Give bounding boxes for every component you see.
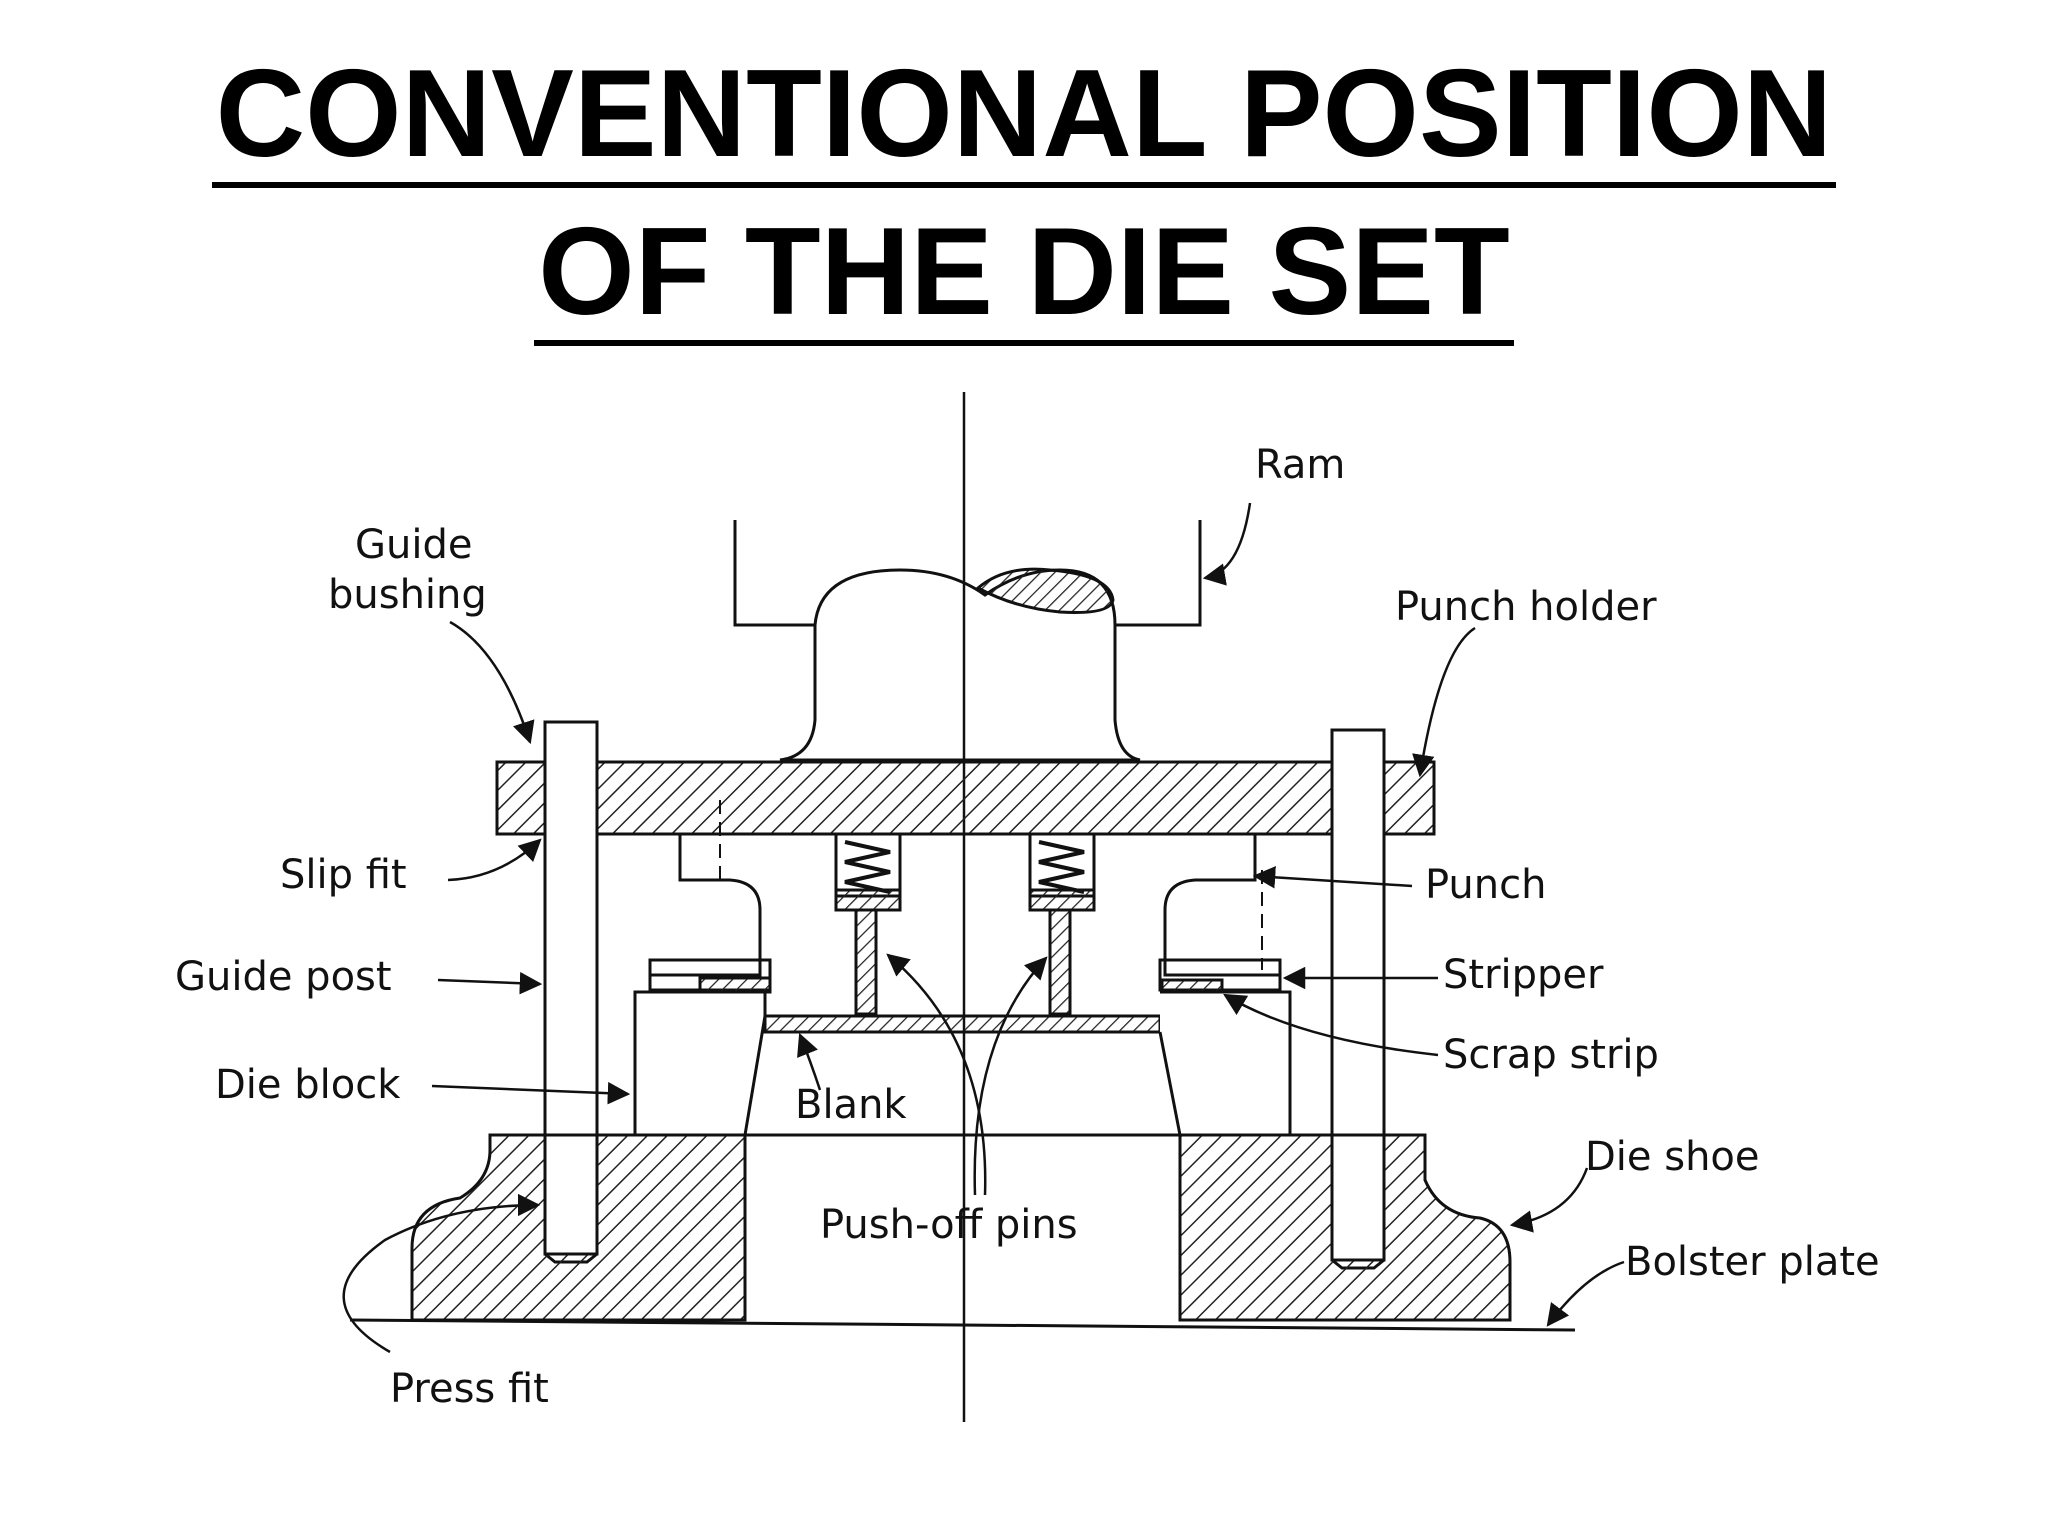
label-stripper: Stripper bbox=[1443, 952, 1604, 998]
spring-right bbox=[1028, 832, 1096, 1016]
label-guide-bushing-2: bushing bbox=[328, 572, 487, 618]
punch-holder-plate bbox=[495, 760, 1436, 836]
label-blank: Blank bbox=[795, 1082, 907, 1128]
label-push-off-pins: Push-off pins bbox=[820, 1202, 1078, 1248]
title-line-2: OF THE DIE SET bbox=[534, 210, 1514, 346]
label-slip-fit: Slip fit bbox=[280, 852, 407, 898]
label-ram: Ram bbox=[1255, 442, 1345, 488]
label-press-fit: Press fit bbox=[390, 1366, 549, 1412]
label-bolster-plate: Bolster plate bbox=[1625, 1239, 1880, 1285]
label-die-shoe: Die shoe bbox=[1585, 1134, 1760, 1180]
ram bbox=[733, 520, 1202, 762]
die-block bbox=[633, 990, 1292, 1137]
die-shoe bbox=[410, 1133, 1512, 1322]
label-punch-holder: Punch holder bbox=[1395, 584, 1657, 630]
title-line-1: CONVENTIONAL POSITION bbox=[211, 52, 1837, 188]
slide-title: CONVENTIONAL POSITION OF THE DIE SET bbox=[0, 52, 2048, 368]
label-punch: Punch bbox=[1425, 862, 1546, 908]
spring-left bbox=[834, 832, 902, 1016]
bolster-plate bbox=[349, 1318, 1576, 1332]
label-guide-bushing-1: Guide bbox=[355, 522, 472, 568]
blank bbox=[763, 1014, 1162, 1034]
label-guide-post: Guide post bbox=[175, 954, 392, 1000]
label-scrap-strip: Scrap strip bbox=[1443, 1032, 1659, 1078]
scrap-strip-left bbox=[698, 976, 772, 994]
punch bbox=[648, 800, 1282, 990]
label-die-block: Die block bbox=[215, 1062, 401, 1108]
